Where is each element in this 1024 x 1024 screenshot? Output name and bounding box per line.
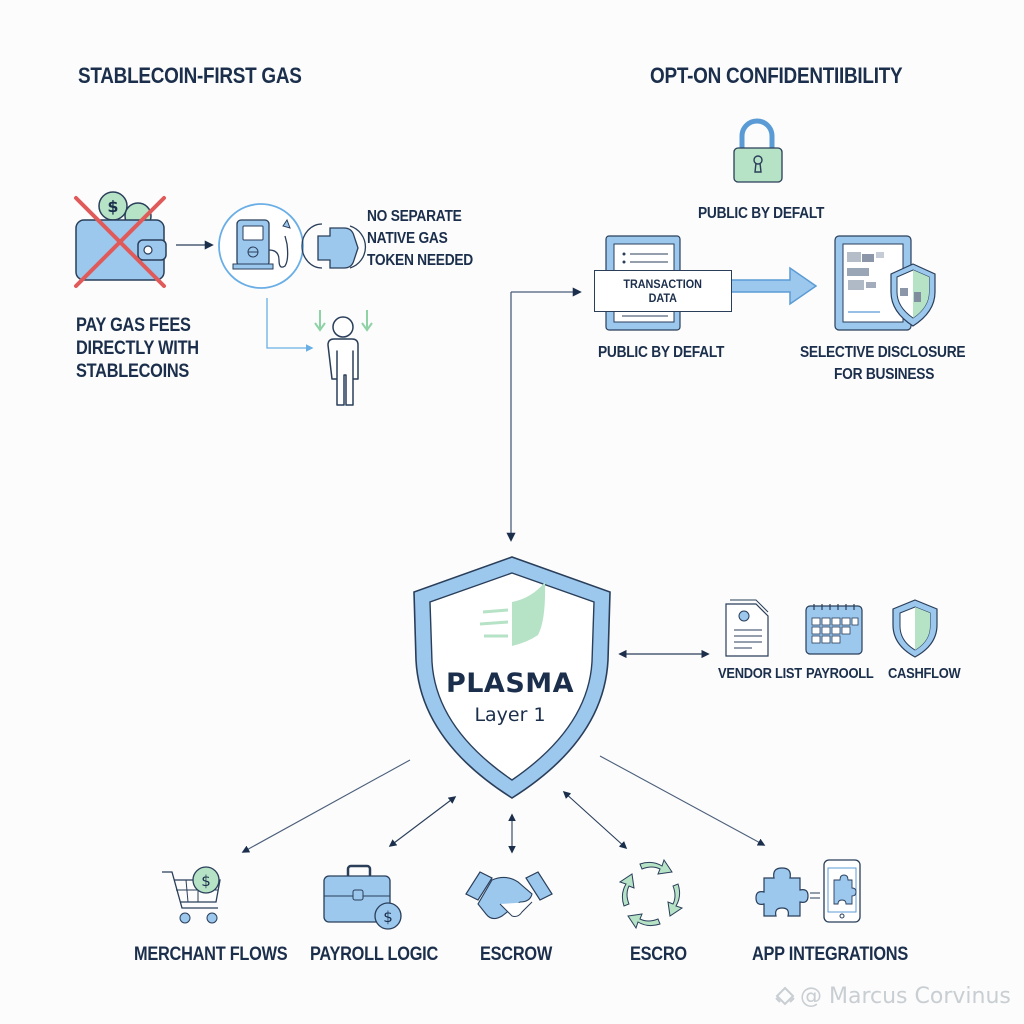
vendor-list-document-icon: [725, 599, 769, 657]
plasma-title: PLASMA: [445, 668, 575, 699]
crossed-out-icon: [74, 196, 166, 288]
plug-connector-icon: [301, 223, 367, 269]
plasma-subtitle: Layer 1: [474, 704, 546, 726]
transaction-data-line-1: TRANSACTION: [623, 277, 703, 291]
section-title-stablecoin-gas: STABLECOIN-FIRST GAS: [78, 63, 302, 88]
briefcase-icon: $: [323, 864, 402, 930]
transaction-data-label: TRANSACTION DATA: [594, 270, 732, 312]
no-token-line-1: NO SEPARATE: [367, 208, 462, 225]
section-title-confidentiality: OPT-ON CONFIDENTIIBILITY: [650, 63, 903, 88]
no-token-line-2: NATIVE GAS: [367, 230, 448, 247]
disclosure-shield-icon: [890, 263, 936, 327]
business-item-vendor-list: VENDOR LIST: [718, 665, 802, 682]
big-arrow-icon: [717, 266, 818, 306]
pay-gas-line-1: PAY GAS FEES: [76, 315, 191, 336]
cashflow-shield-icon: [892, 599, 938, 658]
gas-pump-icon: [218, 203, 304, 289]
plasma-shield-icon: [413, 556, 611, 799]
svg-text:$: $: [383, 908, 393, 926]
use-case-escro: ESCRO: [630, 944, 687, 965]
connector-plasma-to-merchant: [241, 759, 411, 853]
watermark-logo-icon: [775, 986, 795, 1006]
business-item-cashflow: CASHFLOW: [888, 665, 961, 682]
lock-caption: PUBLIC BY DEFALT: [698, 205, 825, 222]
cycle-arrows-icon: [618, 858, 684, 930]
handshake-icon: [465, 871, 553, 920]
transaction-data-line-2: DATA: [648, 291, 678, 305]
shopping-cart-icon: $: [162, 866, 221, 924]
wallet-with-coins-icon: $: [75, 191, 167, 281]
connector-plasma-to-escro: [562, 790, 628, 850]
use-case-escrow: ESCROW: [480, 944, 552, 965]
transaction-doc-caption: PUBLIC BY DEFALT: [598, 344, 725, 361]
payroll-calendar-icon: [805, 604, 863, 655]
disclosure-line-1: SELECTIVE DISCLOSURE: [800, 344, 966, 361]
person-icon: [314, 310, 373, 406]
pay-gas-line-3: STABLECOINS: [76, 361, 190, 382]
puzzle-phone-icon: [755, 859, 861, 923]
disclosure-line-2: FOR BUSINESS: [834, 366, 935, 383]
use-case-app-integrations: APP INTEGRATIONS: [752, 944, 908, 965]
connector-pump-to-person: [266, 298, 314, 352]
svg-text:$: $: [201, 872, 211, 890]
redacted-document-icon: [834, 235, 912, 331]
svg-text:$: $: [107, 197, 118, 216]
no-token-line-3: TOKEN NEEDED: [367, 252, 473, 269]
use-case-merchant-flows: MERCHANT FLOWS: [134, 944, 288, 965]
connector-plasma-to-apps: [599, 755, 766, 846]
lock-icon: [733, 118, 783, 183]
business-item-payroll: PAYROOLL: [806, 665, 874, 682]
connector-plasma-to-payroll: [388, 796, 457, 847]
pay-gas-line-2: DIRECTLY WITH: [76, 338, 199, 359]
use-case-payroll-logic: PAYROLL LOGIC: [310, 944, 438, 965]
watermark-text: @ Marcus Corvinus: [800, 984, 1011, 1009]
